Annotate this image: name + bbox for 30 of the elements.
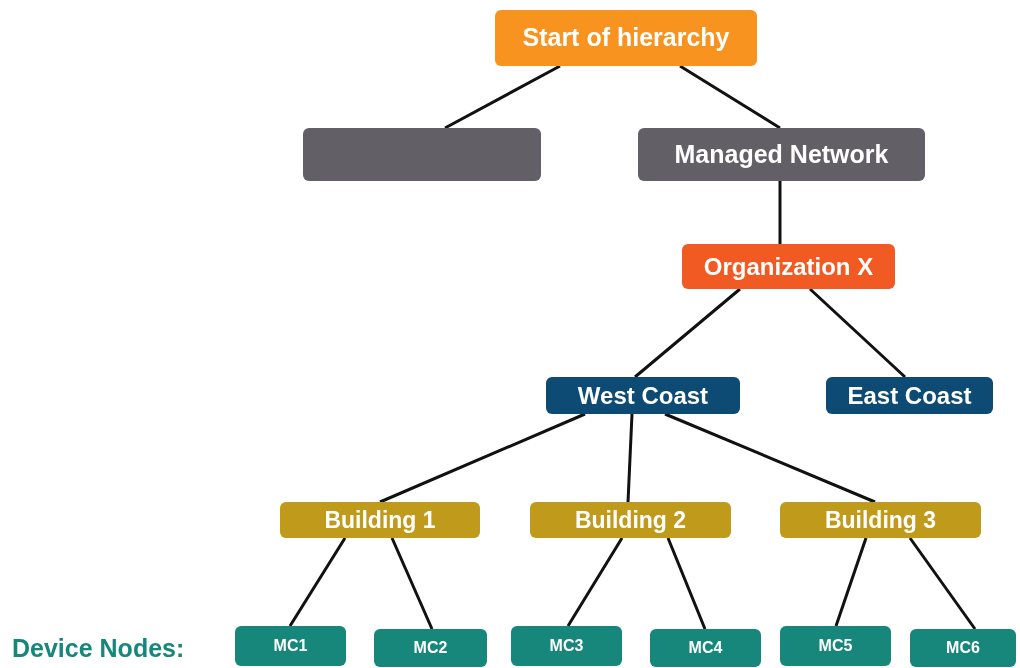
device-box: MC1	[235, 626, 346, 666]
connector-line	[626, 413, 634, 503]
organization-box: Organization X	[682, 244, 895, 289]
region-box: West Coast	[546, 377, 740, 414]
connector-line	[679, 64, 781, 130]
connector-line	[778, 181, 782, 244]
connector-line	[390, 537, 434, 630]
connector-line	[379, 412, 586, 504]
device-box: MC6	[910, 629, 1016, 667]
region-box: East Coast	[826, 377, 993, 414]
root-box: Start of hierarchy	[495, 10, 757, 66]
connector-line	[666, 537, 707, 630]
row-label: Device Nodes:	[12, 633, 185, 664]
connector-line	[566, 537, 624, 627]
building-box: Building 2	[530, 502, 731, 538]
building-box: Building 1	[280, 502, 480, 538]
connector-line	[908, 537, 977, 630]
connector-line	[288, 537, 347, 627]
category-box	[303, 128, 541, 181]
device-box: MC5	[780, 626, 891, 666]
connector-line	[834, 537, 868, 627]
connector-line	[444, 64, 561, 130]
device-box: MC3	[511, 626, 622, 666]
connector-line	[634, 287, 741, 379]
category-box: Managed Network	[638, 128, 925, 181]
building-box: Building 3	[780, 502, 981, 538]
connector-line	[809, 287, 906, 379]
device-box: MC4	[650, 629, 761, 667]
connector-line	[664, 412, 876, 504]
device-box: MC2	[374, 629, 487, 667]
